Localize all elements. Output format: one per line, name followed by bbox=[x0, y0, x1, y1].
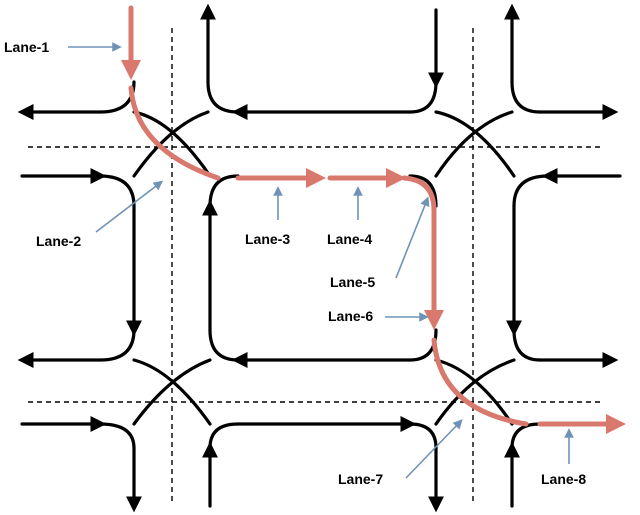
curve-tr-a bbox=[408, 80, 438, 114]
highlighted-route bbox=[121, 5, 626, 434]
ring-bl-2 bbox=[132, 358, 212, 426]
callout-lane-7 bbox=[405, 419, 463, 479]
median-lines bbox=[28, 28, 600, 505]
label-lane-7: Lane-7 bbox=[338, 471, 383, 487]
label-lane-6: Lane-6 bbox=[328, 308, 373, 324]
label-lane-4: Lane-4 bbox=[327, 231, 372, 247]
curve-br-c bbox=[408, 422, 438, 450]
curve-br-d bbox=[510, 422, 542, 450]
curve-tl-d bbox=[208, 174, 240, 208]
ring-tr-2 bbox=[434, 110, 514, 178]
callout-arrows bbox=[68, 42, 574, 479]
callout-lane-2 bbox=[95, 180, 164, 233]
ring-tr-1 bbox=[434, 110, 516, 178]
curve-bl-d bbox=[208, 422, 240, 450]
curve-tl-c bbox=[98, 174, 136, 208]
curve-tl-a bbox=[98, 80, 136, 114]
route-turn-2 bbox=[401, 175, 437, 213]
curve-tr-b bbox=[510, 80, 542, 114]
curve-bl-a bbox=[98, 328, 136, 362]
ring-br-2 bbox=[434, 358, 516, 426]
label-lane-3: Lane-3 bbox=[245, 231, 290, 247]
curve-br-a bbox=[512, 328, 542, 362]
curve-bl-b bbox=[208, 328, 240, 362]
corner-curves bbox=[98, 80, 550, 450]
ring-tl-2 bbox=[132, 110, 210, 178]
label-lane-2: Lane-2 bbox=[36, 233, 81, 249]
callout-lane-5 bbox=[395, 196, 430, 279]
route-turn-1 bbox=[128, 85, 221, 181]
lane-labels: Lane-1 Lane-2 Lane-3 Lane-4 Lane-5 Lane-… bbox=[4, 39, 586, 487]
label-lane-8: Lane-8 bbox=[541, 471, 586, 487]
curve-bl-c bbox=[98, 422, 136, 450]
vertical-roads bbox=[126, 3, 522, 513]
curve-tl-b bbox=[206, 80, 240, 114]
horizontal-roads bbox=[17, 104, 622, 432]
label-lane-5: Lane-5 bbox=[330, 274, 375, 290]
curve-br-b bbox=[408, 328, 438, 362]
route-turn-3 bbox=[431, 337, 529, 427]
label-lane-1: Lane-1 bbox=[4, 39, 49, 55]
curve-tr-c bbox=[512, 174, 550, 208]
ring-br-1 bbox=[434, 358, 514, 426]
